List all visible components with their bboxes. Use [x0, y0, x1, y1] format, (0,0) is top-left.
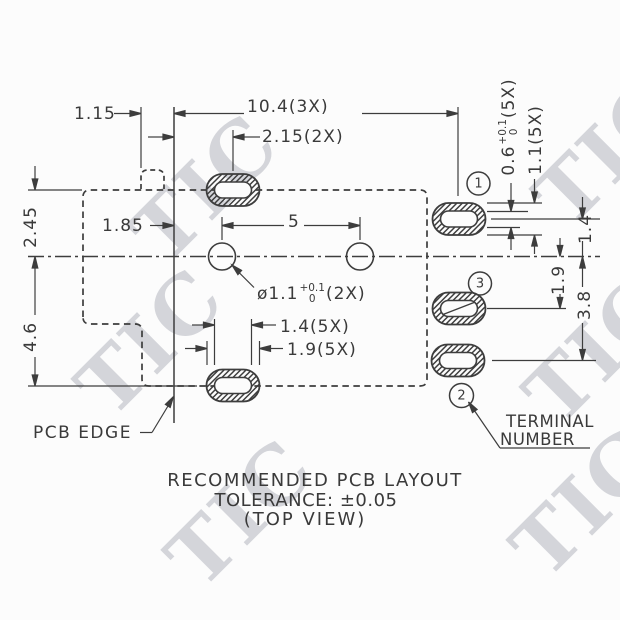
dim-pad1-to-center: 1.4 — [576, 213, 596, 245]
dim-pad-height: 1.1(5X) — [526, 105, 546, 175]
terminal-number-label-line2: NUMBER — [500, 430, 575, 449]
slot-height-tol-minus: 0 — [508, 128, 520, 136]
dim-hole-edge-offset: 1.85 — [102, 216, 144, 236]
terminal-3-number: 3 — [475, 276, 485, 292]
hole-left — [207, 242, 237, 271]
terminal-2-circle — [448, 382, 475, 409]
connector-outline — [82, 189, 428, 387]
terminal-1-circle — [466, 171, 491, 196]
pad-bottom-left — [205, 368, 261, 403]
hole-dia-tol-plus: +0.1 — [299, 282, 325, 294]
hole-dia-value: ø1.1 — [257, 284, 299, 305]
outline-notch — [140, 169, 165, 189]
terminal-2-number: 2 — [457, 388, 466, 404]
slot-height-count: (5X) — [499, 78, 519, 119]
terminal-number-label-line1: TERMINAL — [506, 412, 594, 431]
slot-height-value: 0.6 — [499, 145, 519, 176]
dim-left-pad-offset: 2.15(2X) — [262, 127, 344, 147]
dim-edge-offset: 1.15 — [74, 104, 116, 124]
pcb-edge-label: PCB EDGE — [33, 423, 132, 443]
dim-pad-width: 1.9(5X) — [287, 340, 357, 360]
hole-dia-tol-minus: 0 — [308, 293, 316, 306]
dim-body-bottom: 4.6 — [21, 321, 41, 353]
dim-pad-row-offset: 10.4(3X) — [247, 97, 329, 117]
pad-terminal-3 — [431, 291, 487, 326]
pad-terminal-2 — [430, 343, 486, 378]
drawing-tolerance: TOLERANCE: ±0.05 — [214, 490, 398, 511]
terminal-3-circle — [467, 271, 493, 296]
drawing-view: (TOP VIEW) — [243, 509, 367, 530]
dim-slot-width: 1.4(5X) — [280, 317, 350, 337]
hole-right — [345, 242, 375, 271]
pad-top-left — [205, 173, 261, 207]
dim-center-to-pad3: 1.9 — [549, 264, 569, 296]
pad-terminal-1 — [431, 202, 487, 236]
dim-hole-pitch: 5 — [288, 212, 300, 232]
dimension-lines — [31, 109, 590, 449]
extension-lines — [28, 107, 600, 387]
dim-center-to-pad2: 3.8 — [575, 289, 595, 321]
dim-body-top: 2.45 — [21, 206, 41, 248]
hole-dia-count: (2X) — [325, 284, 366, 305]
terminal-1-number: 1 — [474, 176, 483, 192]
drawing-title: RECOMMENDED PCB LAYOUT — [167, 470, 463, 491]
